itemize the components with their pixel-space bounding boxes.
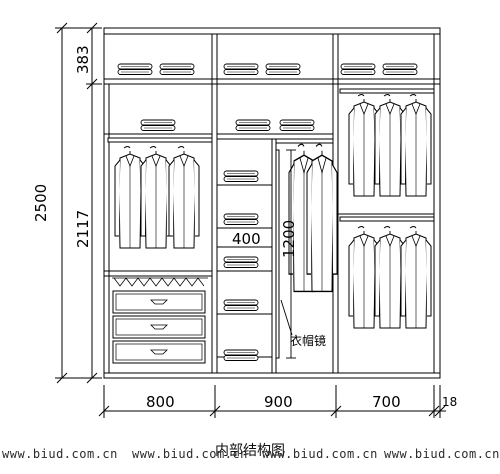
dim-shelf-depth: 400: [232, 230, 261, 248]
hanging-shirts-right-lower: [348, 226, 432, 329]
folded-clothes-shelves: [223, 170, 259, 361]
drawers: [112, 277, 208, 364]
watermark-3: www.biud.com.cn: [262, 447, 378, 461]
hanging-shirts-middle: [288, 143, 338, 293]
dim-height-top: 383: [74, 45, 92, 74]
hanging-shirts-right-upper: [348, 94, 432, 197]
dimension-lines: [55, 22, 446, 418]
hanging-shirts-left: [114, 146, 200, 249]
watermark-4: www.biud.com.cn: [384, 447, 500, 461]
dim-width-side: 18: [442, 395, 457, 409]
dim-width-right: 700: [372, 393, 401, 411]
label-mirror: 衣帽镜: [290, 333, 326, 348]
dim-mirror-height: 1200: [280, 220, 298, 258]
dim-width-left: 800: [146, 393, 175, 411]
watermark-1: www.biud.com.cn: [2, 447, 118, 461]
watermark-2: www.biud.com.cn: [132, 447, 248, 461]
caption: 内部结构图: [215, 443, 285, 459]
dim-width-mid: 900: [264, 393, 293, 411]
dim-height-total: 2500: [32, 184, 50, 222]
dim-height-body: 2117: [74, 210, 92, 248]
